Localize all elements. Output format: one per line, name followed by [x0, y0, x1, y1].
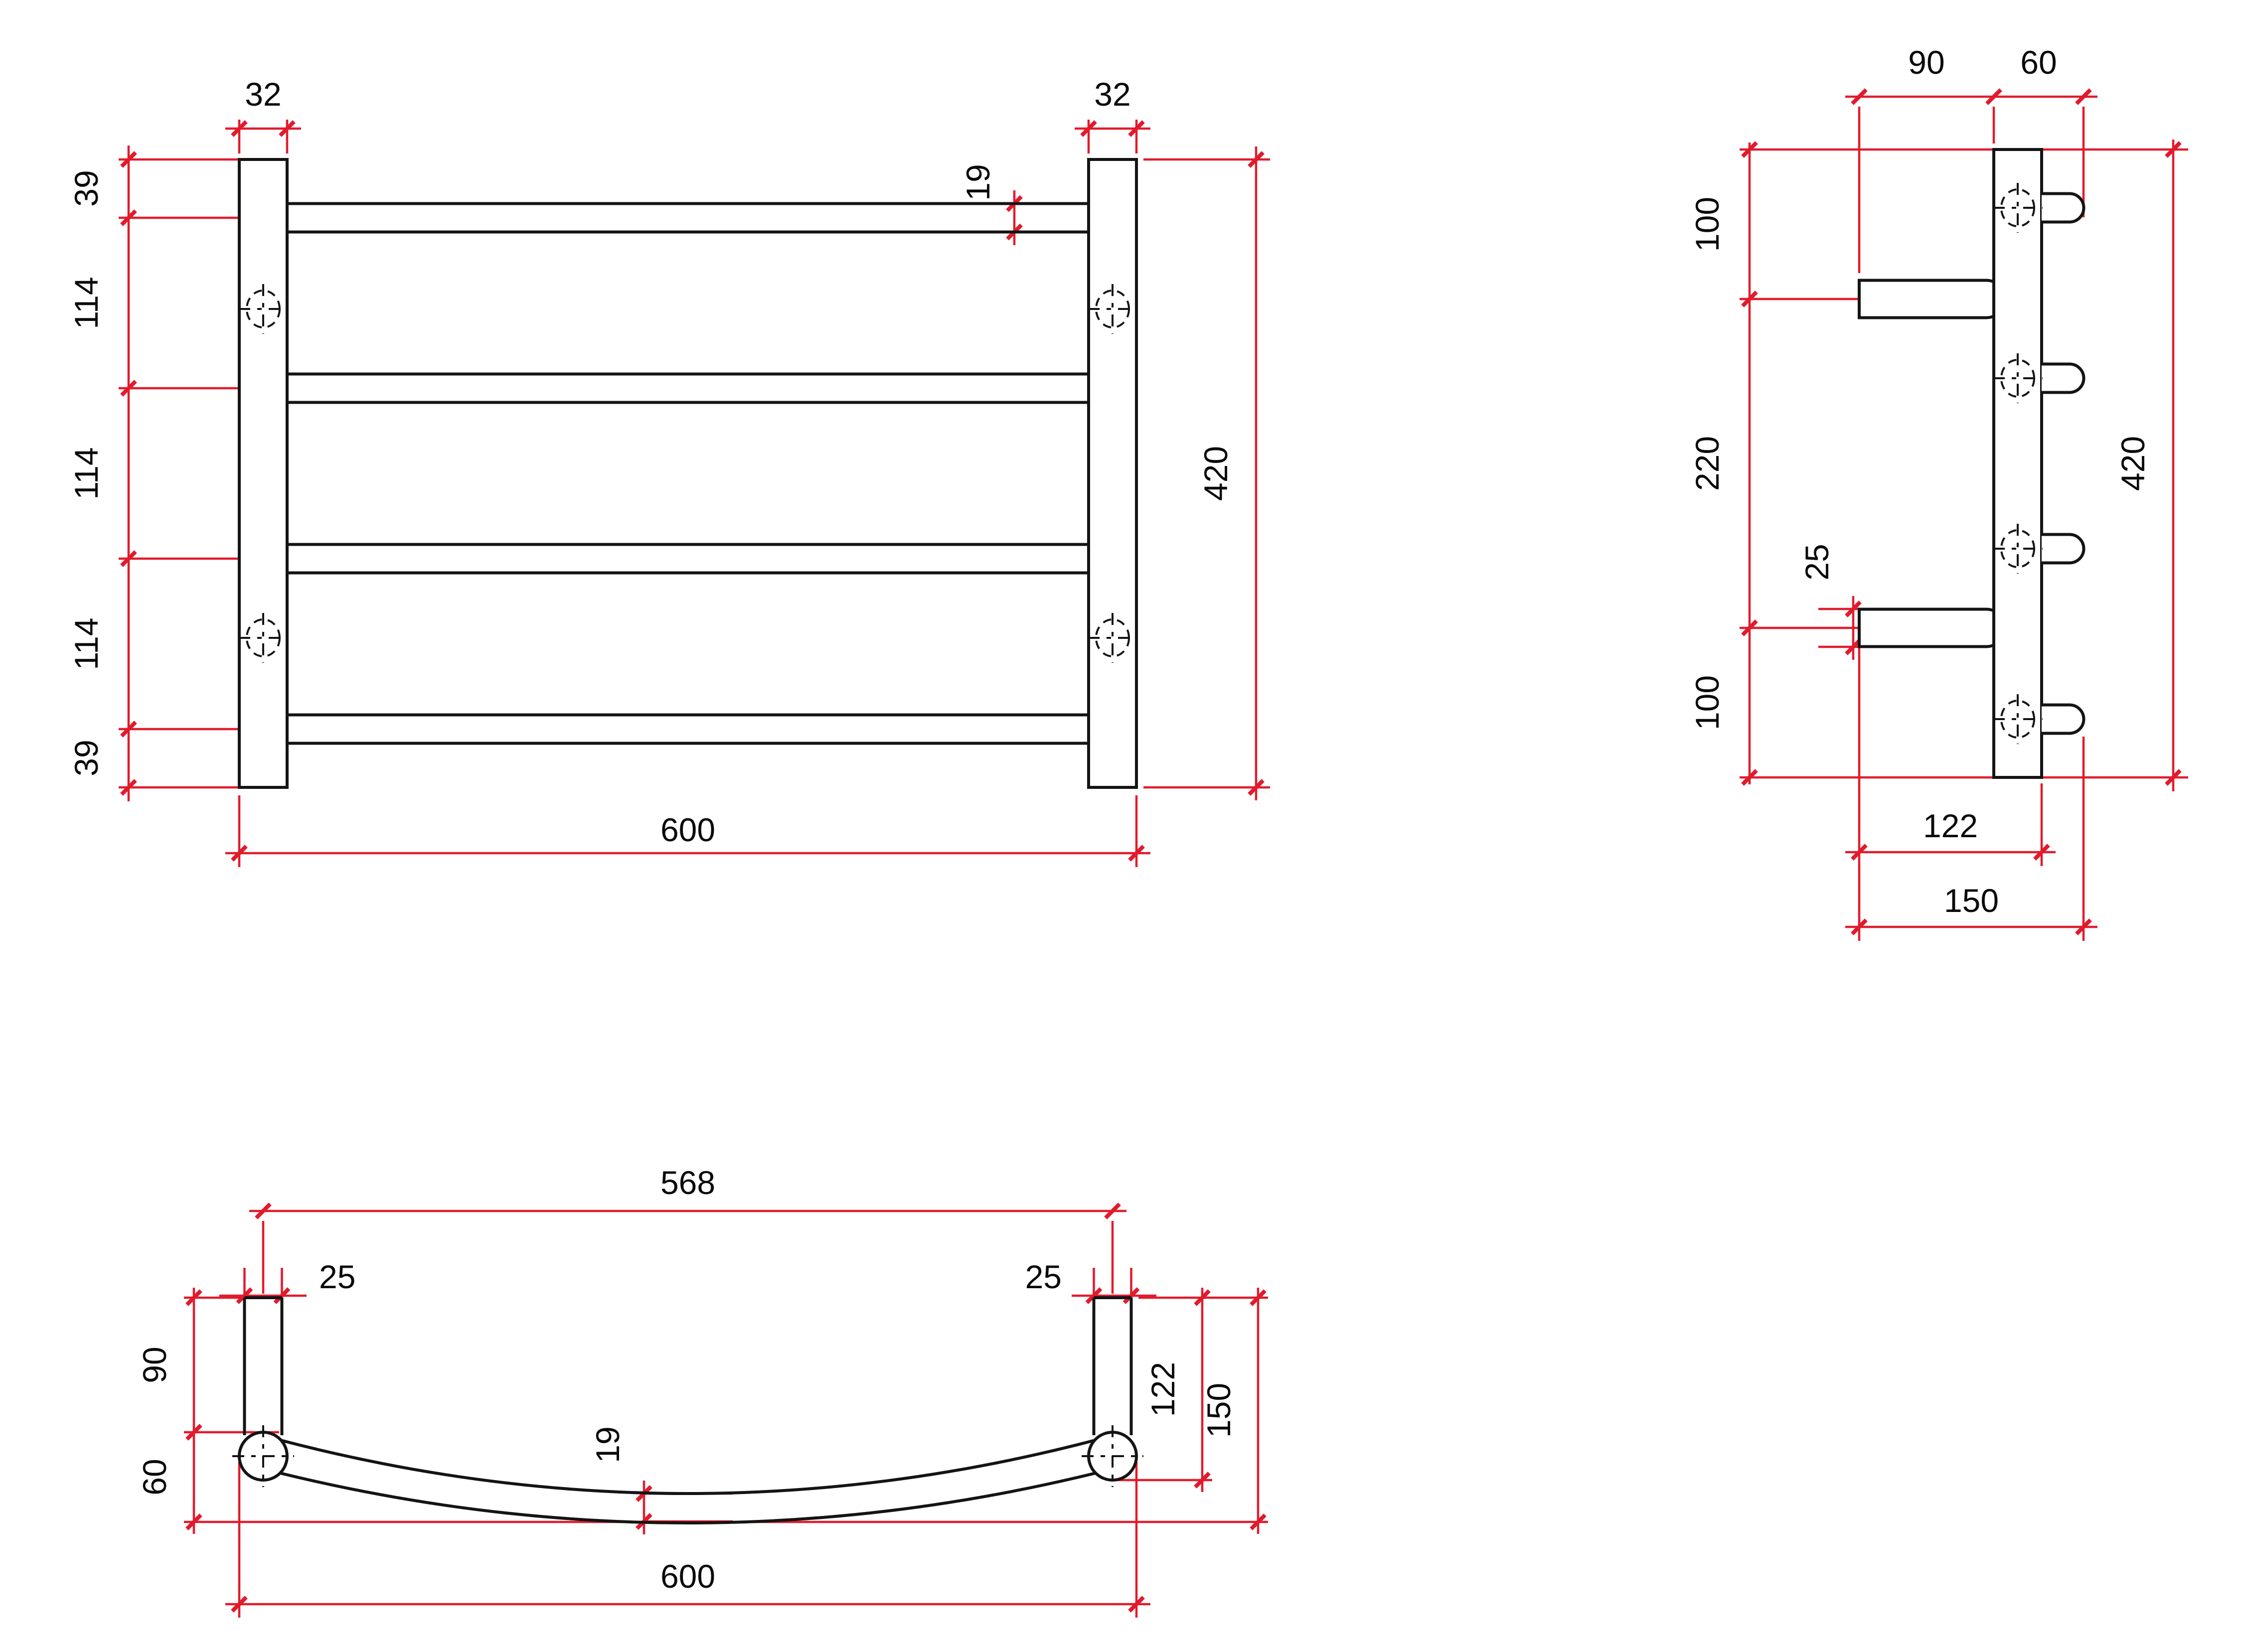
side-chain-label-2: 100 [1689, 675, 1726, 730]
bottom-centre-mark-right [1082, 1425, 1143, 1487]
front-chain-label-2: 114 [68, 447, 105, 499]
bottom-dim-overall-width: 600 [225, 1462, 1150, 1618]
front-post-width-left-label: 32 [245, 76, 281, 113]
bottom-dim-depth-chain: 90 60 [136, 1288, 1268, 1534]
side-bar-stub-2 [2042, 362, 2085, 394]
front-dim-overall-width: 600 [225, 795, 1150, 867]
front-view: 32 32 [68, 76, 1270, 867]
side-bracket-thickness-label: 25 [1798, 544, 1835, 580]
bottom-dimensions: 568 25 25 [136, 1164, 1268, 1618]
side-overall-depth-label: 150 [1944, 882, 1999, 919]
side-dim-bracket-length: 90 60 [1845, 44, 2097, 273]
side-chain-label-1: 220 [1689, 436, 1726, 491]
side-holes [1993, 183, 2043, 744]
side-bracket-bottom [1858, 607, 2007, 648]
front-dim-vertical-chain: 39 114 114 114 39 [68, 146, 239, 801]
front-overall-height-label: 420 [1197, 446, 1234, 501]
side-overall-height-label: 420 [2114, 436, 2151, 491]
side-post-plate [1992, 148, 2043, 779]
front-dim-post-width-right: 32 [1075, 76, 1150, 153]
side-hole-1 [1993, 183, 2043, 233]
bottom-bracket-left [243, 1296, 284, 1435]
bottom-view: 568 25 25 [136, 1164, 1268, 1618]
front-hole-top-right [1088, 284, 1137, 334]
side-bracket-length-label: 90 [1908, 44, 1944, 81]
side-outline [1858, 148, 2085, 779]
side-hole-3 [1993, 524, 2043, 574]
front-chain-label-3: 114 [68, 617, 105, 670]
bottom-wall-to-post-face-label: 122 [1144, 1362, 1181, 1417]
bottom-dim-bracket-width-right: 25 [1025, 1258, 1156, 1304]
side-dim-overall-height: 420 [2114, 140, 2182, 791]
front-right-post [1087, 158, 1138, 789]
front-bar-4 [287, 713, 1089, 745]
side-wall-to-post-face-label: 122 [1923, 807, 1978, 844]
side-dim-depths: 122 150 [1845, 648, 2097, 941]
side-bracket-top [1858, 279, 2007, 319]
front-left-post [238, 158, 289, 789]
bottom-outline [232, 1296, 1143, 1524]
bottom-post-zone-depth-label: 60 [136, 1459, 173, 1495]
front-bar-2 [287, 372, 1089, 404]
bottom-dim-bracket-width-left: 25 [219, 1258, 355, 1304]
front-bar-diameter-label: 19 [960, 164, 996, 200]
front-bar-3 [287, 543, 1089, 575]
side-chain-label-0: 100 [1689, 197, 1726, 252]
side-hole-2 [1993, 353, 2043, 403]
front-dim-post-width-left: 32 [225, 76, 301, 153]
front-dimensions: 32 32 [68, 76, 1270, 867]
front-hole-bottom-right [1088, 613, 1137, 663]
bottom-post-centres-label: 568 [660, 1164, 715, 1201]
front-dim-overall-height: 420 [1143, 147, 1270, 800]
side-dim-vertical-chain: 100 220 100 [1689, 141, 2188, 786]
front-hole-bottom-left [238, 613, 288, 663]
front-chain-label-0: 39 [68, 170, 105, 206]
bottom-overall-depth-label: 150 [1200, 1383, 1237, 1438]
front-mounting-holes [238, 284, 1137, 663]
bottom-bracket-width-left-label: 25 [319, 1258, 355, 1295]
side-bar-stub-1 [2042, 192, 2085, 224]
side-hole-4 [1993, 694, 2043, 744]
side-bar-stub-3 [2042, 533, 2085, 565]
bottom-dim-bar-diameter: 19 [589, 1426, 733, 1534]
side-bar-stub-4 [2042, 703, 2085, 735]
front-hole-top-left [238, 284, 288, 334]
front-overall-width-label: 600 [660, 811, 715, 848]
front-chain-label-4: 39 [68, 740, 105, 776]
bottom-bracket-width-right-label: 25 [1025, 1258, 1062, 1295]
bottom-wall-to-post-label: 90 [136, 1347, 173, 1383]
side-view: 90 60 100 220 100 [1689, 44, 2188, 941]
bottom-overall-width-label: 600 [660, 1558, 715, 1595]
bottom-curved-bar [280, 1439, 1096, 1524]
bottom-centre-mark-left [232, 1425, 294, 1487]
front-outline [238, 158, 1138, 789]
front-chain-label-1: 114 [68, 277, 105, 329]
front-bar-1 [287, 202, 1089, 234]
bottom-dim-post-centres: 568 [249, 1164, 1126, 1294]
side-dimensions: 90 60 100 220 100 [1689, 44, 2188, 941]
front-post-width-right-label: 32 [1094, 76, 1130, 113]
bottom-bar-diameter-label: 19 [589, 1426, 626, 1463]
bottom-bracket-right [1092, 1296, 1133, 1435]
bottom-dim-depths-right: 122 150 [1117, 1288, 1268, 1534]
side-front-clearance-label: 60 [2020, 44, 2057, 81]
side-dim-bracket-thickness: 25 [1798, 544, 1862, 660]
